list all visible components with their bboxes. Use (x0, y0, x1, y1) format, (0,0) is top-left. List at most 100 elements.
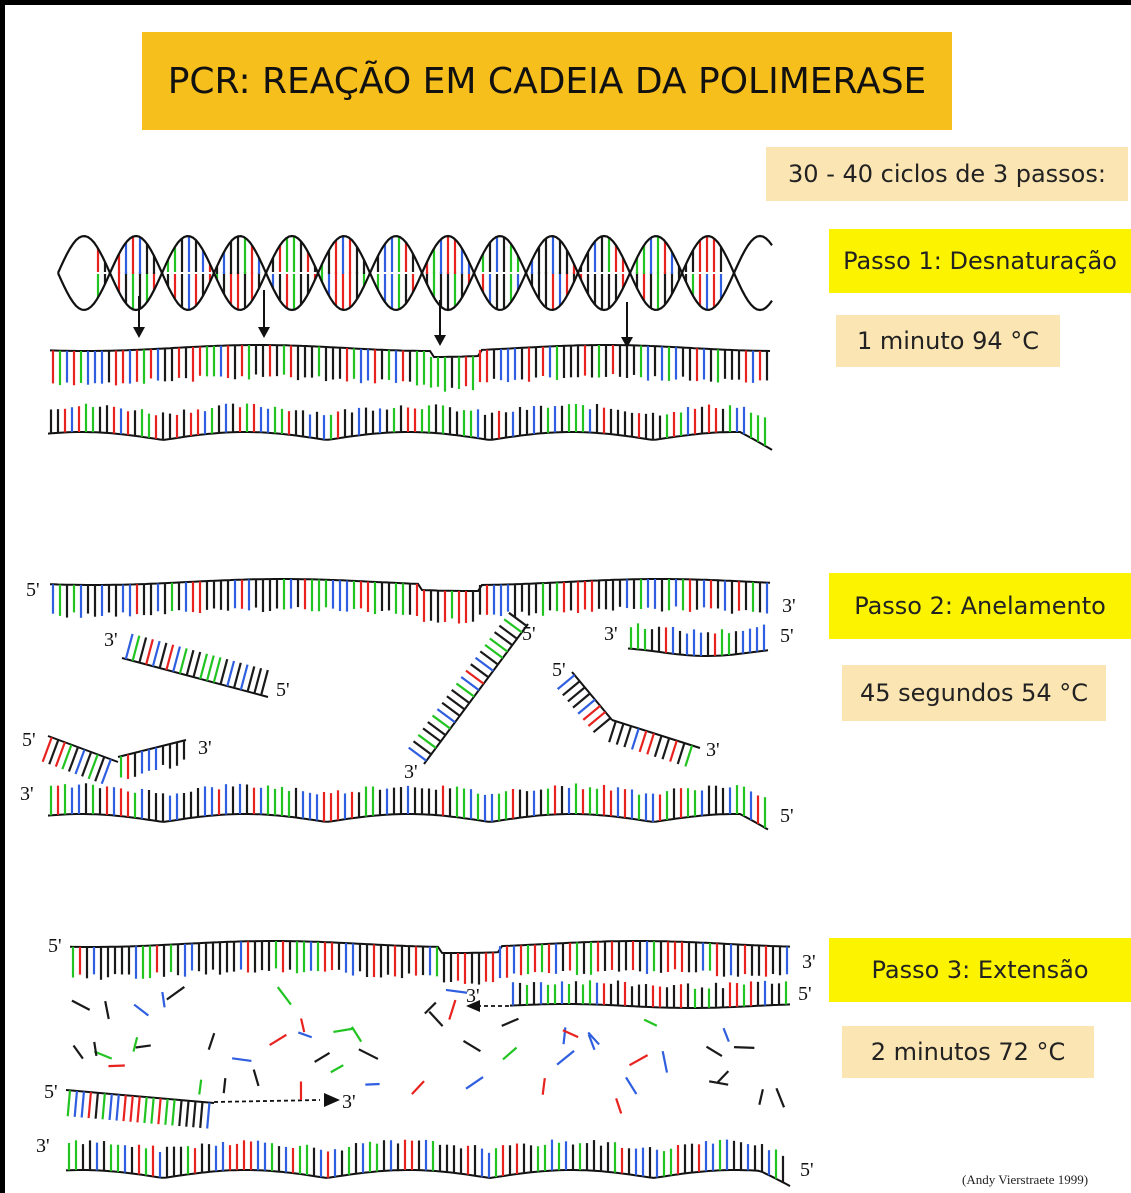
end-label: 3' (404, 761, 418, 783)
free-nucleotide (108, 1064, 125, 1068)
free-nucleotide (300, 1018, 306, 1033)
base-tick (80, 1091, 86, 1118)
end-labels: 5'3'3'5'3'5'5'3'3'5'3'5'5'3'5'3'5'3'5'3'… (20, 579, 816, 1181)
free-nucleotide (132, 1036, 139, 1052)
end-label: 5' (48, 935, 62, 957)
base-tick (136, 1096, 141, 1123)
free-nucleotide (465, 1076, 484, 1090)
free-nucleotide (133, 1003, 150, 1017)
free-nucleotide (72, 1044, 84, 1060)
base-tick (74, 749, 86, 775)
base-tick (460, 676, 480, 692)
base-tick (87, 1092, 92, 1119)
free-nucleotide (625, 1076, 638, 1095)
base-tick (151, 640, 161, 667)
page-title: PCR: REAÇÃO EM CADEIA DA POLIMERASE (142, 32, 952, 130)
free-nucleotide (135, 1044, 151, 1049)
end-label: 5' (26, 579, 40, 601)
arrow-head (258, 327, 270, 338)
end-label: 5' (800, 1159, 814, 1181)
end-label: 3' (604, 623, 618, 645)
step2-label: Passo 2: Anelamento (829, 573, 1131, 639)
backbone-line (509, 1003, 791, 1009)
base-tick (101, 1093, 106, 1120)
base-tick (67, 746, 80, 772)
free-nucleotide (297, 1031, 313, 1039)
free-nucleotide (615, 1098, 623, 1114)
step3-condition: 2 minutos 72 °C (842, 1026, 1094, 1078)
base-tick (498, 624, 518, 640)
end-label: 3' (342, 1091, 356, 1113)
free-nucleotide (628, 1054, 649, 1067)
free-nucleotide (276, 986, 292, 1006)
step2-annealing-strands (41, 578, 771, 831)
base-tick (412, 740, 432, 756)
free-nucleotide (93, 1050, 113, 1060)
free-nucleotide (708, 1080, 729, 1086)
helix-backbone (56, 234, 773, 312)
end-label: 5' (22, 729, 36, 751)
base-tick (205, 655, 215, 681)
free-nucleotide (502, 1046, 518, 1061)
free-nucleotide (541, 1077, 546, 1095)
base-tick (446, 695, 466, 711)
base-tick (422, 727, 442, 743)
backbone-line (65, 1169, 791, 1187)
base-tick (164, 1098, 169, 1125)
step1-condition: 1 minuto 94 °C (836, 315, 1060, 367)
step1-separated-strands (47, 344, 773, 451)
base-tick (493, 631, 513, 647)
end-label: 3' (706, 739, 720, 761)
base-tick (676, 742, 686, 765)
free-nucleotide (556, 1050, 575, 1066)
end-label: 5' (780, 625, 794, 647)
base-tick (61, 744, 73, 770)
base-tick (246, 666, 256, 692)
base-tick (94, 756, 106, 782)
end-label: 3' (198, 737, 212, 759)
base-tick (143, 1096, 148, 1124)
free-nucleotide (775, 1087, 786, 1108)
base-tick (441, 701, 461, 717)
base-tick (608, 720, 617, 743)
end-label: 3' (782, 595, 796, 617)
base-tick (157, 1098, 162, 1125)
step3-extension-strands (65, 940, 791, 1187)
end-label: 5' (276, 679, 290, 701)
arrow-head (434, 335, 446, 346)
base-tick (630, 728, 640, 750)
free-nucleotide (231, 1057, 252, 1062)
base-tick (479, 650, 499, 666)
base-tick (484, 644, 504, 659)
base-tick (431, 714, 451, 730)
base-tick (253, 667, 263, 694)
step3-label: Passo 3: Extensão (829, 938, 1131, 1002)
base-tick (145, 639, 154, 665)
free-nucleotide (198, 1079, 203, 1095)
free-nucleotide (501, 1017, 519, 1027)
step1-label: Passo 1: Desnaturação (829, 229, 1131, 293)
base-tick (108, 1093, 113, 1121)
base-tick (73, 1090, 79, 1117)
backbone-line (117, 739, 187, 758)
backbone-line (47, 431, 773, 451)
base-tick (158, 642, 168, 669)
free-nucleotide (252, 1069, 260, 1087)
base-tick (233, 662, 242, 689)
base-tick (239, 664, 249, 691)
base-tick (470, 663, 490, 679)
free-nucleotide (445, 988, 468, 994)
backbone-line (47, 735, 119, 763)
base-tick (192, 651, 202, 678)
base-tick (212, 657, 222, 683)
base-tick (489, 637, 509, 653)
free-nucleotide (330, 1064, 344, 1074)
base-tick (417, 733, 437, 749)
base-tick (408, 746, 428, 762)
base-tick (94, 1092, 99, 1119)
free-nucleotide (93, 1041, 98, 1057)
base-tick (436, 708, 456, 724)
free-nucleotide (587, 1034, 596, 1051)
base-tick (199, 1101, 204, 1128)
backbone-line (121, 657, 269, 698)
